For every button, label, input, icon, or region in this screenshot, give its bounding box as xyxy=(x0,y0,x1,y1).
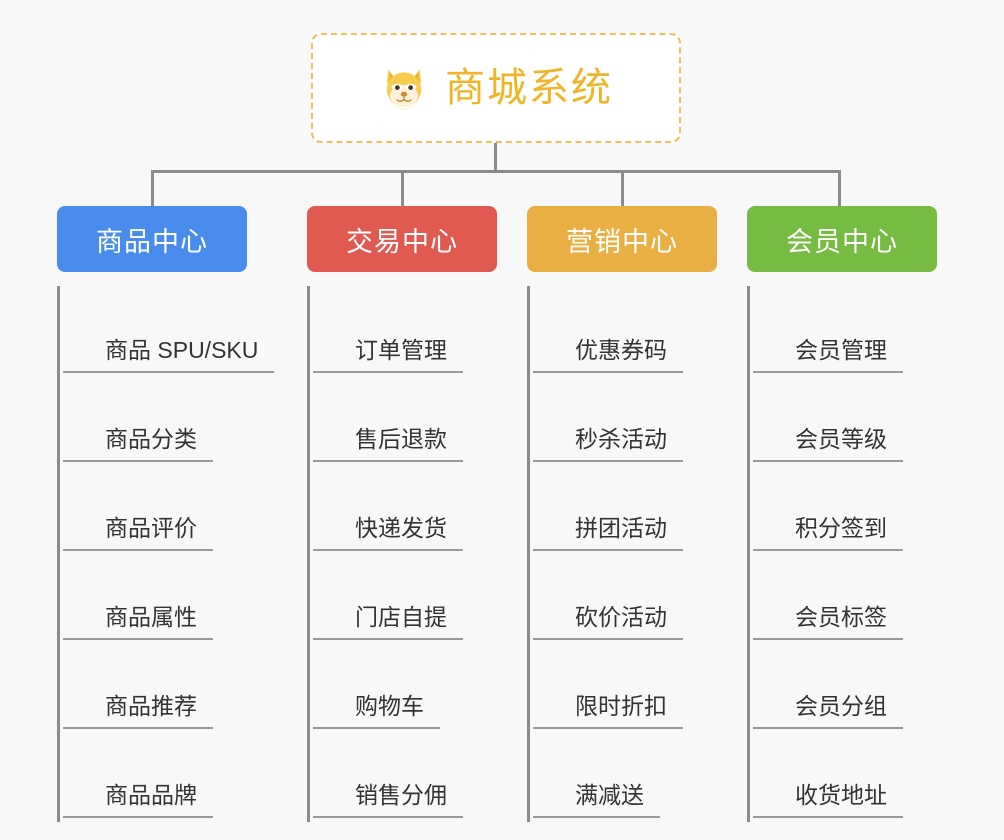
list-item[interactable]: 门店自提 xyxy=(313,555,497,644)
list-item[interactable]: 会员标签 xyxy=(753,555,937,644)
connector-drop-3 xyxy=(621,170,624,208)
leaf-label: 快递发货 xyxy=(313,509,463,551)
leaf-label: 会员分组 xyxy=(753,687,903,729)
leaf-label: 商品品牌 xyxy=(63,776,213,818)
list-item[interactable]: 积分签到 xyxy=(753,466,937,555)
leaf-label: 购物车 xyxy=(313,687,440,729)
leaf-label: 门店自提 xyxy=(313,598,463,640)
leaf-list-3: 优惠券码 秒杀活动 拼团活动 砍价活动 限时折扣 满减送 xyxy=(527,286,717,822)
category-header-label: 营销中心 xyxy=(566,226,678,257)
leaf-label: 会员标签 xyxy=(753,598,903,640)
list-item[interactable]: 购物车 xyxy=(313,644,497,733)
connector-drop-1 xyxy=(151,170,154,208)
leaf-label: 限时折扣 xyxy=(533,687,683,729)
list-item[interactable]: 商品推荐 xyxy=(63,644,247,733)
list-item[interactable]: 满减送 xyxy=(533,733,717,822)
leaf-list-1: 商品 SPU/SKU 商品分类 商品评价 商品属性 商品推荐 商品品牌 xyxy=(57,286,275,822)
leaf-list-4: 会员管理 会员等级 积分签到 会员标签 会员分组 收货地址 xyxy=(747,286,937,822)
list-item[interactable]: 拼团活动 xyxy=(533,466,717,555)
list-item[interactable]: 商品评价 xyxy=(63,466,247,555)
category-column-营销中心: 营销中心 优惠券码 秒杀活动 拼团活动 砍价活动 限时折扣 满减送 xyxy=(527,206,717,822)
connector-horizontal-bus xyxy=(151,170,841,173)
list-item[interactable]: 商品属性 xyxy=(63,555,247,644)
list-item[interactable]: 限时折扣 xyxy=(533,644,717,733)
list-item[interactable]: 销售分佣 xyxy=(313,733,497,822)
category-header-2[interactable]: 交易中心 xyxy=(307,206,497,272)
leaf-label: 优惠券码 xyxy=(533,331,683,373)
list-item[interactable]: 收货地址 xyxy=(753,733,937,822)
leaf-label: 积分签到 xyxy=(753,509,903,551)
leaf-label: 秒杀活动 xyxy=(533,420,683,462)
category-header-label: 交易中心 xyxy=(346,226,458,257)
leaf-label: 商品属性 xyxy=(63,598,213,640)
shiba-dog-emoji xyxy=(379,63,429,113)
leaf-label: 商品评价 xyxy=(63,509,213,551)
leaf-label: 满减送 xyxy=(533,776,660,818)
leaf-label: 商品分类 xyxy=(63,420,213,462)
list-item[interactable]: 商品 SPU/SKU xyxy=(63,288,275,377)
leaf-label: 商品 SPU/SKU xyxy=(63,331,275,373)
list-item[interactable]: 优惠券码 xyxy=(533,288,717,377)
category-header-4[interactable]: 会员中心 xyxy=(747,206,937,272)
list-item[interactable]: 会员分组 xyxy=(753,644,937,733)
list-item[interactable]: 商品品牌 xyxy=(63,733,247,822)
connector-drop-4 xyxy=(838,170,841,208)
category-header-1[interactable]: 商品中心 xyxy=(57,206,247,272)
connector-root-stem xyxy=(494,143,497,171)
list-item[interactable]: 售后退款 xyxy=(313,377,497,466)
category-column-交易中心: 交易中心 订单管理 售后退款 快递发货 门店自提 购物车 销售分佣 xyxy=(307,206,497,822)
category-header-label: 商品中心 xyxy=(96,226,208,257)
leaf-label: 会员管理 xyxy=(753,331,903,373)
root-title: 商城系统 xyxy=(445,66,613,110)
connector-drop-2 xyxy=(401,170,404,208)
list-item[interactable]: 订单管理 xyxy=(313,288,497,377)
list-item[interactable]: 秒杀活动 xyxy=(533,377,717,466)
list-item[interactable]: 会员管理 xyxy=(753,288,937,377)
leaf-label: 销售分佣 xyxy=(313,776,463,818)
list-item[interactable]: 快递发货 xyxy=(313,466,497,555)
leaf-label: 商品推荐 xyxy=(63,687,213,729)
list-item[interactable]: 会员等级 xyxy=(753,377,937,466)
leaf-label: 会员等级 xyxy=(753,420,903,462)
category-header-3[interactable]: 营销中心 xyxy=(527,206,717,272)
leaf-label: 砍价活动 xyxy=(533,598,683,640)
leaf-label: 收货地址 xyxy=(753,776,903,818)
category-column-商品中心: 商品中心 商品 SPU/SKU 商品分类 商品评价 商品属性 商品推荐 商品品牌 xyxy=(57,206,275,822)
leaf-list-2: 订单管理 售后退款 快递发货 门店自提 购物车 销售分佣 xyxy=(307,286,497,822)
category-header-label: 会员中心 xyxy=(786,226,898,257)
category-column-会员中心: 会员中心 会员管理 会员等级 积分签到 会员标签 会员分组 收货地址 xyxy=(747,206,937,822)
leaf-label: 拼团活动 xyxy=(533,509,683,551)
root-node[interactable]: 商城系统 xyxy=(311,33,681,143)
list-item[interactable]: 砍价活动 xyxy=(533,555,717,644)
leaf-label: 售后退款 xyxy=(313,420,463,462)
leaf-label: 订单管理 xyxy=(313,331,463,373)
list-item[interactable]: 商品分类 xyxy=(63,377,247,466)
